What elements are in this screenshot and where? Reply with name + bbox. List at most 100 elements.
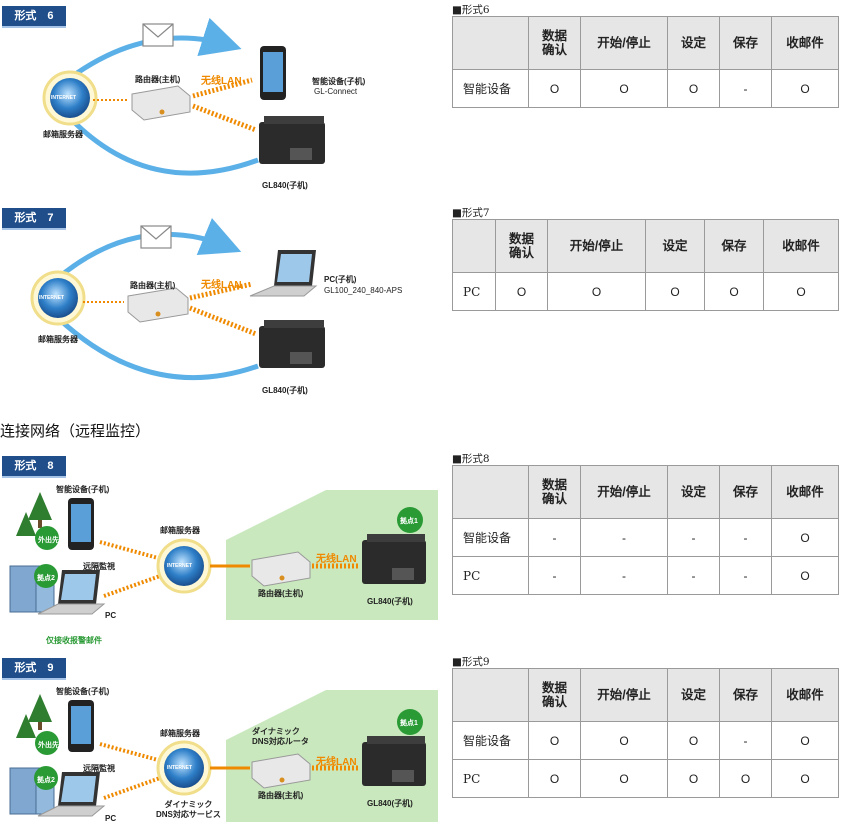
diagram-pattern-7 (30, 218, 325, 381)
router-label: 路由器(主机) (130, 281, 176, 290)
table-row: PC O O O O O (452, 759, 839, 798)
pattern-9-badge: 形式 9 (2, 658, 66, 680)
outside-label: 外出先 (38, 742, 59, 749)
col-header: 数据 确认 (528, 16, 581, 70)
wlan-waves-2 (192, 103, 257, 133)
cell: - (528, 518, 581, 557)
logger-label: GL840(子机) (262, 386, 308, 395)
col-header: 收邮件 (771, 465, 839, 519)
col-header: 收邮件 (771, 16, 839, 70)
diagram-pattern-6 (42, 17, 325, 176)
cell: O (547, 272, 646, 311)
col-header: 开始/停止 (580, 465, 668, 519)
outside-marker (35, 526, 59, 550)
spec-table-9: 数据 确认 开始/停止 设定 保存 收邮件 智能设备 O O O - O PC … (452, 668, 839, 798)
smart-device-label: 智能设备(子机) (56, 687, 110, 696)
envelope-icon (140, 225, 172, 249)
base1-label: 拠点1 (400, 720, 418, 727)
data-logger-icon (362, 736, 426, 786)
wlan-waves-1 (192, 77, 253, 99)
wlan-label: 无线LAN (201, 280, 242, 291)
router-label: 路由器(主机) (135, 75, 181, 84)
table-caption-8: ■形式8 (452, 453, 490, 465)
table-caption-7: ■形式7 (452, 207, 490, 219)
envelope-icon (142, 23, 174, 47)
cell: - (667, 518, 720, 557)
diagram-pattern-8 (9, 490, 438, 620)
data-logger-icon (259, 320, 325, 368)
col-header: 保存 (719, 668, 772, 722)
wlan-waves-1 (189, 281, 253, 301)
dns-service-label: ダイナミック DNS対応サービス (156, 800, 221, 819)
col-header: 设定 (667, 16, 720, 70)
house-shape (226, 490, 438, 620)
cell: O (719, 759, 772, 798)
table-row: PC O O O O O (452, 272, 839, 311)
cell: O (771, 518, 839, 557)
internet-globe-icon (156, 538, 212, 594)
pattern-8-badge: 形式 8 (2, 456, 66, 478)
base1-marker (397, 507, 423, 533)
wlan-waves-2 (103, 776, 161, 800)
cell: O (580, 759, 668, 798)
col-header: 开始/停止 (547, 219, 646, 273)
router-icon (251, 551, 311, 587)
row-label: PC (452, 556, 529, 595)
cell: - (528, 556, 581, 595)
col-header: 设定 (667, 465, 720, 519)
router-icon (127, 287, 189, 323)
corner-cell (452, 16, 529, 70)
row-label: 智能设备 (452, 721, 529, 760)
house-shape (226, 690, 438, 822)
cell: O (771, 759, 839, 798)
mail-arc-bottom (68, 116, 259, 176)
router-icon (131, 85, 191, 121)
table-row: 智能设备 O O O - O (452, 69, 839, 108)
cell: O (771, 721, 839, 760)
pattern-7-badge: 形式 7 (2, 208, 66, 230)
device-label: 智能设备(子机) (312, 77, 366, 86)
cell: O (528, 759, 581, 798)
cell: O (495, 272, 548, 311)
cell: - (580, 518, 668, 557)
laptop-icon (249, 250, 318, 297)
cell: O (667, 759, 720, 798)
cell: - (580, 556, 668, 595)
base2-label: 拠点2 (37, 777, 55, 784)
cell: - (719, 556, 772, 595)
internet-label: INTERNET (51, 95, 76, 101)
mail-arc-bottom (56, 316, 259, 381)
pc-label: PC (105, 611, 117, 620)
row-label: PC (452, 272, 496, 311)
cell: O (667, 69, 720, 108)
col-header: 开始/停止 (580, 668, 668, 722)
router-icon (251, 753, 311, 789)
smartphone-icon (68, 498, 94, 550)
table-row: 智能设备 - - - - O (452, 518, 839, 557)
diagram-pattern-9 (9, 690, 438, 822)
internet-globe-icon (30, 270, 86, 326)
col-header: 保存 (719, 465, 772, 519)
device-sub-label: GL-Connect (314, 87, 358, 96)
cell: O (771, 69, 839, 108)
cell: O (771, 556, 839, 595)
corner-cell (452, 668, 529, 722)
table-row: PC - - - - O (452, 556, 839, 595)
col-header: 开始/停止 (580, 16, 668, 70)
row-label: 智能设备 (452, 69, 529, 108)
wlan-label: 无线LAN (316, 757, 357, 768)
data-logger-icon (362, 534, 426, 584)
internet-label: INTERNET (39, 295, 64, 301)
cell: O (580, 721, 668, 760)
cell: - (719, 69, 772, 108)
logger-label: GL840(子机) (262, 181, 308, 190)
col-header: 收邮件 (771, 668, 839, 722)
col-header: 数据 确认 (528, 668, 581, 722)
table-row: 智能设备 O O O - O (452, 721, 839, 760)
pattern-6-badge: 形式 6 (2, 6, 66, 28)
spec-table-8: 数据 确认 开始/停止 设定 保存 收邮件 智能设备 - - - - O PC … (452, 465, 839, 595)
cell: O (667, 721, 720, 760)
cell: - (667, 556, 720, 595)
spec-table-7: 数据 确认 开始/停止 设定 保存 收邮件 PC O O O O O (452, 219, 839, 311)
base2-marker (34, 766, 58, 790)
